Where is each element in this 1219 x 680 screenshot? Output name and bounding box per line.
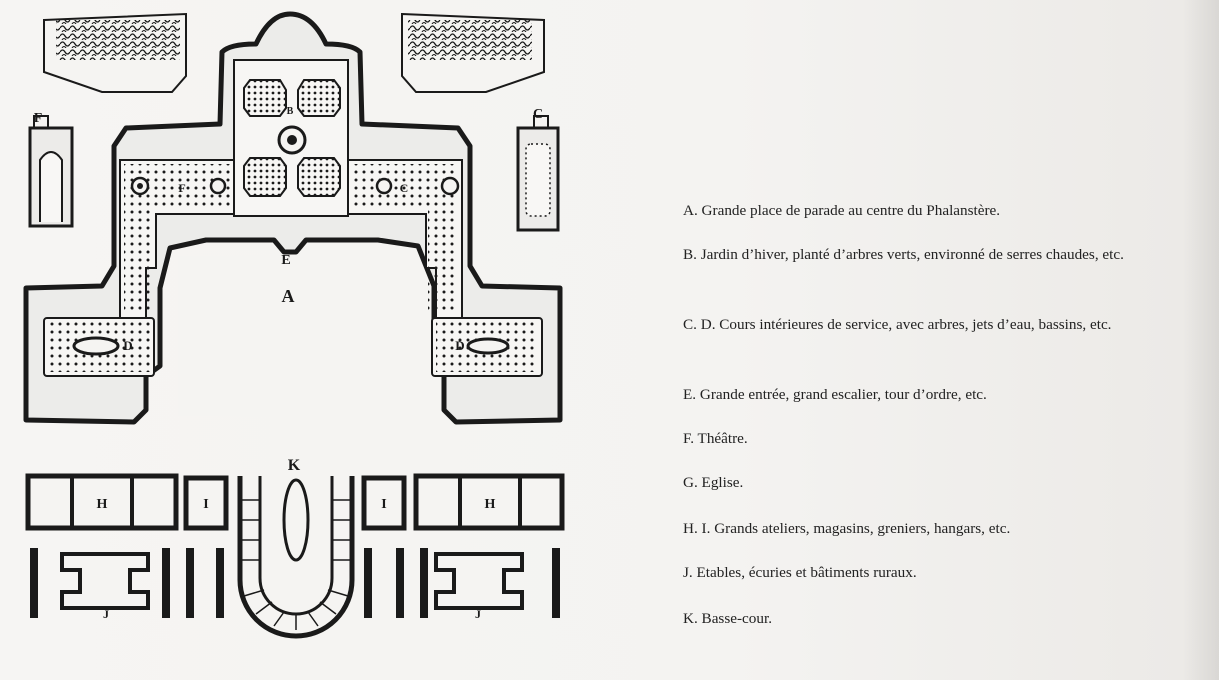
- label-h-left: H: [97, 497, 108, 512]
- stables-j: [60, 552, 524, 610]
- label-k: K: [288, 457, 301, 474]
- label-f: F: [34, 111, 43, 126]
- label-a: A: [282, 286, 295, 306]
- pavilion-theatre: [28, 115, 74, 228]
- legend-item-g: G. Eglise.: [683, 474, 744, 491]
- outbuildings-h: [25, 473, 565, 531]
- legend-item-f: F. Théâtre.: [683, 430, 748, 447]
- legend-item-a: A. Grande place de parade au centre du P…: [683, 202, 1001, 219]
- winter-garden: [243, 79, 341, 197]
- label-i-left: I: [203, 497, 208, 512]
- label-e: E: [281, 253, 290, 268]
- shrub-bed-right: [401, 12, 545, 93]
- posts: [30, 548, 560, 618]
- legend-item-e: E. Grande entrée, grand escalier, tour d…: [683, 386, 987, 403]
- label-b: B: [287, 106, 294, 117]
- shrub-bed-left: [43, 12, 187, 93]
- pavilion-church: [516, 115, 560, 232]
- main-building: [23, 11, 563, 425]
- label-j-right: J: [475, 607, 481, 621]
- label-c: C: [533, 107, 543, 122]
- phalanstere-plan: A B C C F F D D E K H H I I J J: [23, 11, 565, 639]
- label-d-right: D: [455, 338, 464, 353]
- label-h-right: H: [485, 497, 496, 512]
- label-c-inner: C: [400, 181, 409, 195]
- label-i-right: I: [381, 497, 386, 512]
- poultry-yard: [237, 476, 355, 639]
- legend-item-k: K. Basse-cour.: [683, 610, 772, 627]
- legend-item-j: J. Etables, écuries et bâtiments ruraux.: [683, 564, 917, 581]
- label-f-inner: F: [178, 181, 185, 195]
- legend-item-cd: C. D. Cours intérieures de service, avec…: [683, 316, 1112, 333]
- fountains: [72, 176, 510, 356]
- legend-item-hi: H. I. Grands ateliers, magasins, grenier…: [683, 520, 1011, 537]
- legend-item-b: B. Jardin d’hiver, planté d’arbres verts…: [683, 246, 1124, 263]
- label-d-left: D: [123, 338, 132, 353]
- label-j-left: J: [103, 607, 109, 621]
